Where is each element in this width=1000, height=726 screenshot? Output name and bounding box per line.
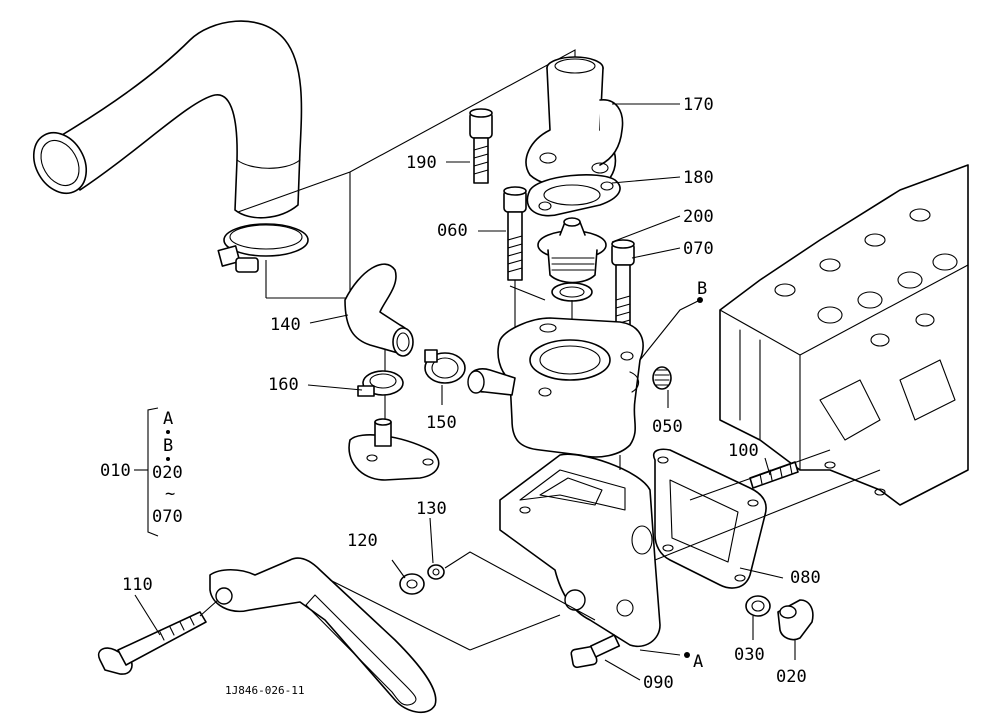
plug-050 [652, 366, 672, 390]
label-030: 030 [734, 645, 765, 665]
leader-lines [134, 103, 881, 681]
label-130: 130 [416, 499, 447, 519]
label-070: 070 [683, 239, 714, 259]
pipe-fitting-plate [348, 418, 440, 481]
label-050: 050 [652, 417, 683, 437]
label-080: 080 [790, 568, 821, 588]
ref-label-a: A [693, 652, 703, 672]
alternator-bracket [209, 557, 437, 714]
radiator-hose [32, 20, 303, 219]
label-020: 020 [776, 667, 807, 687]
label-090: 090 [643, 673, 674, 693]
label-060: 060 [437, 221, 468, 241]
cylinder-head [719, 164, 969, 506]
bolt-190 [469, 108, 493, 184]
assembly-bracket: 010 A B 020 ~ 070 [100, 407, 183, 537]
hose-clamp-160 [357, 370, 404, 397]
flange-gasket [526, 174, 621, 217]
label-180: 180 [683, 168, 714, 188]
label-200: 200 [683, 207, 714, 227]
washer-130 [427, 564, 445, 580]
thermostat [537, 217, 607, 380]
bolt-090 [570, 634, 621, 669]
label-140: 140 [270, 315, 301, 335]
hose-clamp-150 [424, 349, 466, 384]
thermostat-housing [467, 317, 644, 458]
label-120: 120 [347, 531, 378, 551]
label-150: 150 [426, 413, 457, 433]
ref-label-b: B [697, 279, 707, 299]
drawing-id: 1J846-026-11 [225, 684, 304, 697]
bolt-070 [611, 239, 635, 338]
nut-120 [399, 573, 425, 595]
plug-020 [777, 599, 814, 641]
ref-dot-b [697, 297, 703, 303]
hose-clamp-upper [217, 223, 309, 298]
water-pump-housing [499, 453, 661, 647]
bracket-row-b: B [163, 436, 173, 456]
bracket-row-tilde: ~ [165, 484, 175, 504]
assembly-number: 010 [100, 461, 131, 481]
bracket-row-a: A [163, 409, 173, 429]
water-flange [525, 56, 624, 189]
bypass-hose [344, 263, 414, 420]
ref-dot-a [684, 652, 690, 658]
label-110: 110 [122, 575, 153, 595]
label-170: 170 [683, 95, 714, 115]
bracket-row-020: 020 [152, 463, 183, 483]
bolt-060 [503, 186, 527, 330]
bracket-row-070: 070 [152, 507, 183, 527]
label-190: 190 [406, 153, 437, 173]
bolt-110 [97, 611, 207, 675]
stud-100 [749, 461, 799, 489]
label-160: 160 [268, 375, 299, 395]
label-100: 100 [728, 441, 759, 461]
housing-gasket [652, 448, 767, 589]
washer-030 [745, 595, 771, 617]
